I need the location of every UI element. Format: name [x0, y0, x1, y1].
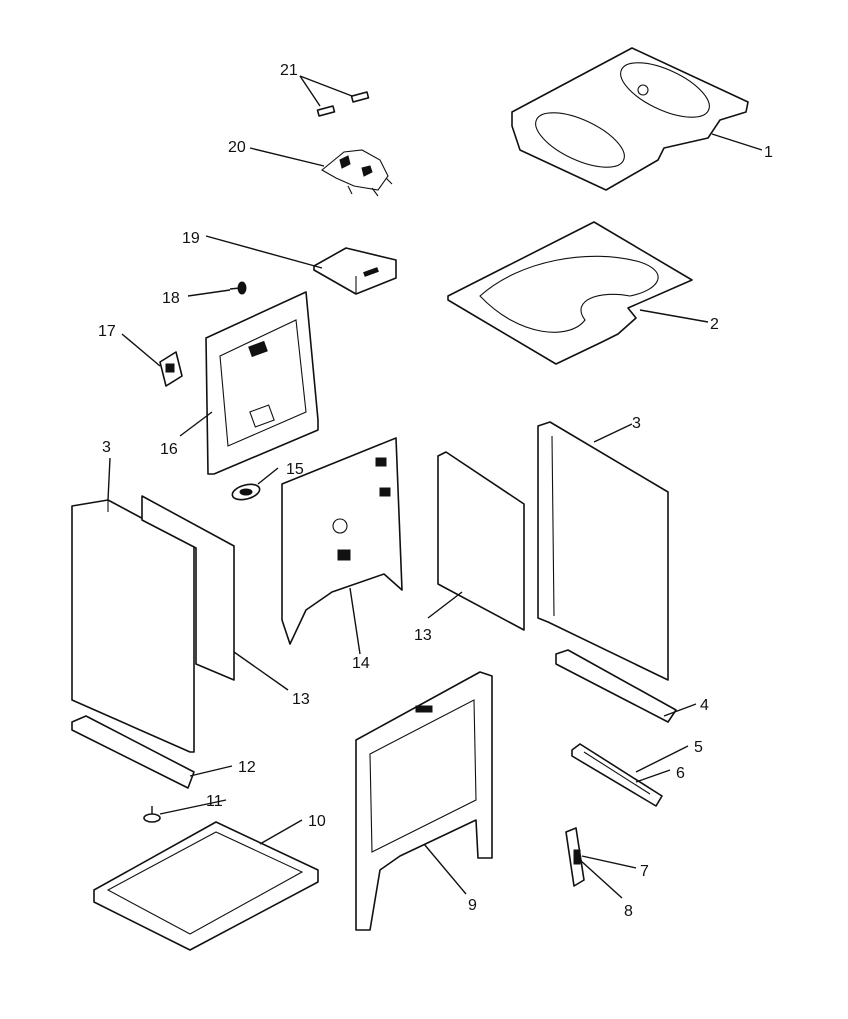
callout-19: 19: [182, 230, 200, 247]
part-12-bracket-left: [71, 715, 195, 789]
part-19-bracket: [313, 247, 397, 295]
callout-2: 2: [710, 316, 719, 333]
callout-3-left: 3: [102, 439, 111, 456]
part-21-clips: [316, 91, 370, 117]
callout-13-left: 13: [292, 691, 310, 708]
part-18-screw: [229, 281, 247, 295]
part-15-grommet: [231, 483, 261, 501]
part-11-leveling-leg: [143, 806, 161, 823]
part-2-top-panel: [447, 221, 693, 365]
callout-12: 12: [238, 759, 256, 776]
part-17-plate: [159, 351, 183, 387]
part-3-side-panel-right: [537, 421, 669, 681]
part-9-front-frame: [355, 671, 493, 931]
callout-6: 6: [676, 765, 685, 782]
callout-13-right: 13: [414, 627, 432, 644]
part-1-top-pan: [511, 47, 749, 191]
callout-11: 11: [206, 793, 223, 810]
callout-9: 9: [468, 897, 477, 914]
part-7-8-hinge: [565, 827, 585, 887]
part-13-liner-right: [437, 451, 525, 631]
part-16-rear-panel: [205, 291, 319, 475]
callout-14: 14: [352, 655, 370, 672]
callout-3-right: 3: [632, 415, 641, 432]
callout-20: 20: [228, 139, 246, 156]
callout-8: 8: [624, 903, 633, 920]
callout-15: 15: [286, 461, 304, 478]
part-10-bottom-panel: [93, 821, 319, 951]
part-5-6-hinge-strip: [571, 743, 663, 807]
callout-1: 1: [764, 144, 773, 161]
leader-lines: [107, 75, 763, 899]
callout-4: 4: [700, 697, 709, 714]
callout-17: 17: [98, 323, 116, 340]
part-13-liner-left: [141, 495, 235, 681]
callout-18: 18: [162, 290, 180, 307]
part-20-wire-harness: [321, 149, 393, 197]
part-4-bracket-right: [555, 649, 677, 723]
callout-10: 10: [308, 813, 326, 830]
callout-7: 7: [640, 863, 649, 880]
callout-21: 21: [280, 62, 298, 79]
callout-16: 16: [160, 441, 178, 458]
part-14-back-frame: [281, 437, 403, 645]
callout-labels: 21 20 19 18 17 16 15 3 13 12 11 10 14 13…: [98, 62, 773, 920]
callout-5: 5: [694, 739, 703, 756]
